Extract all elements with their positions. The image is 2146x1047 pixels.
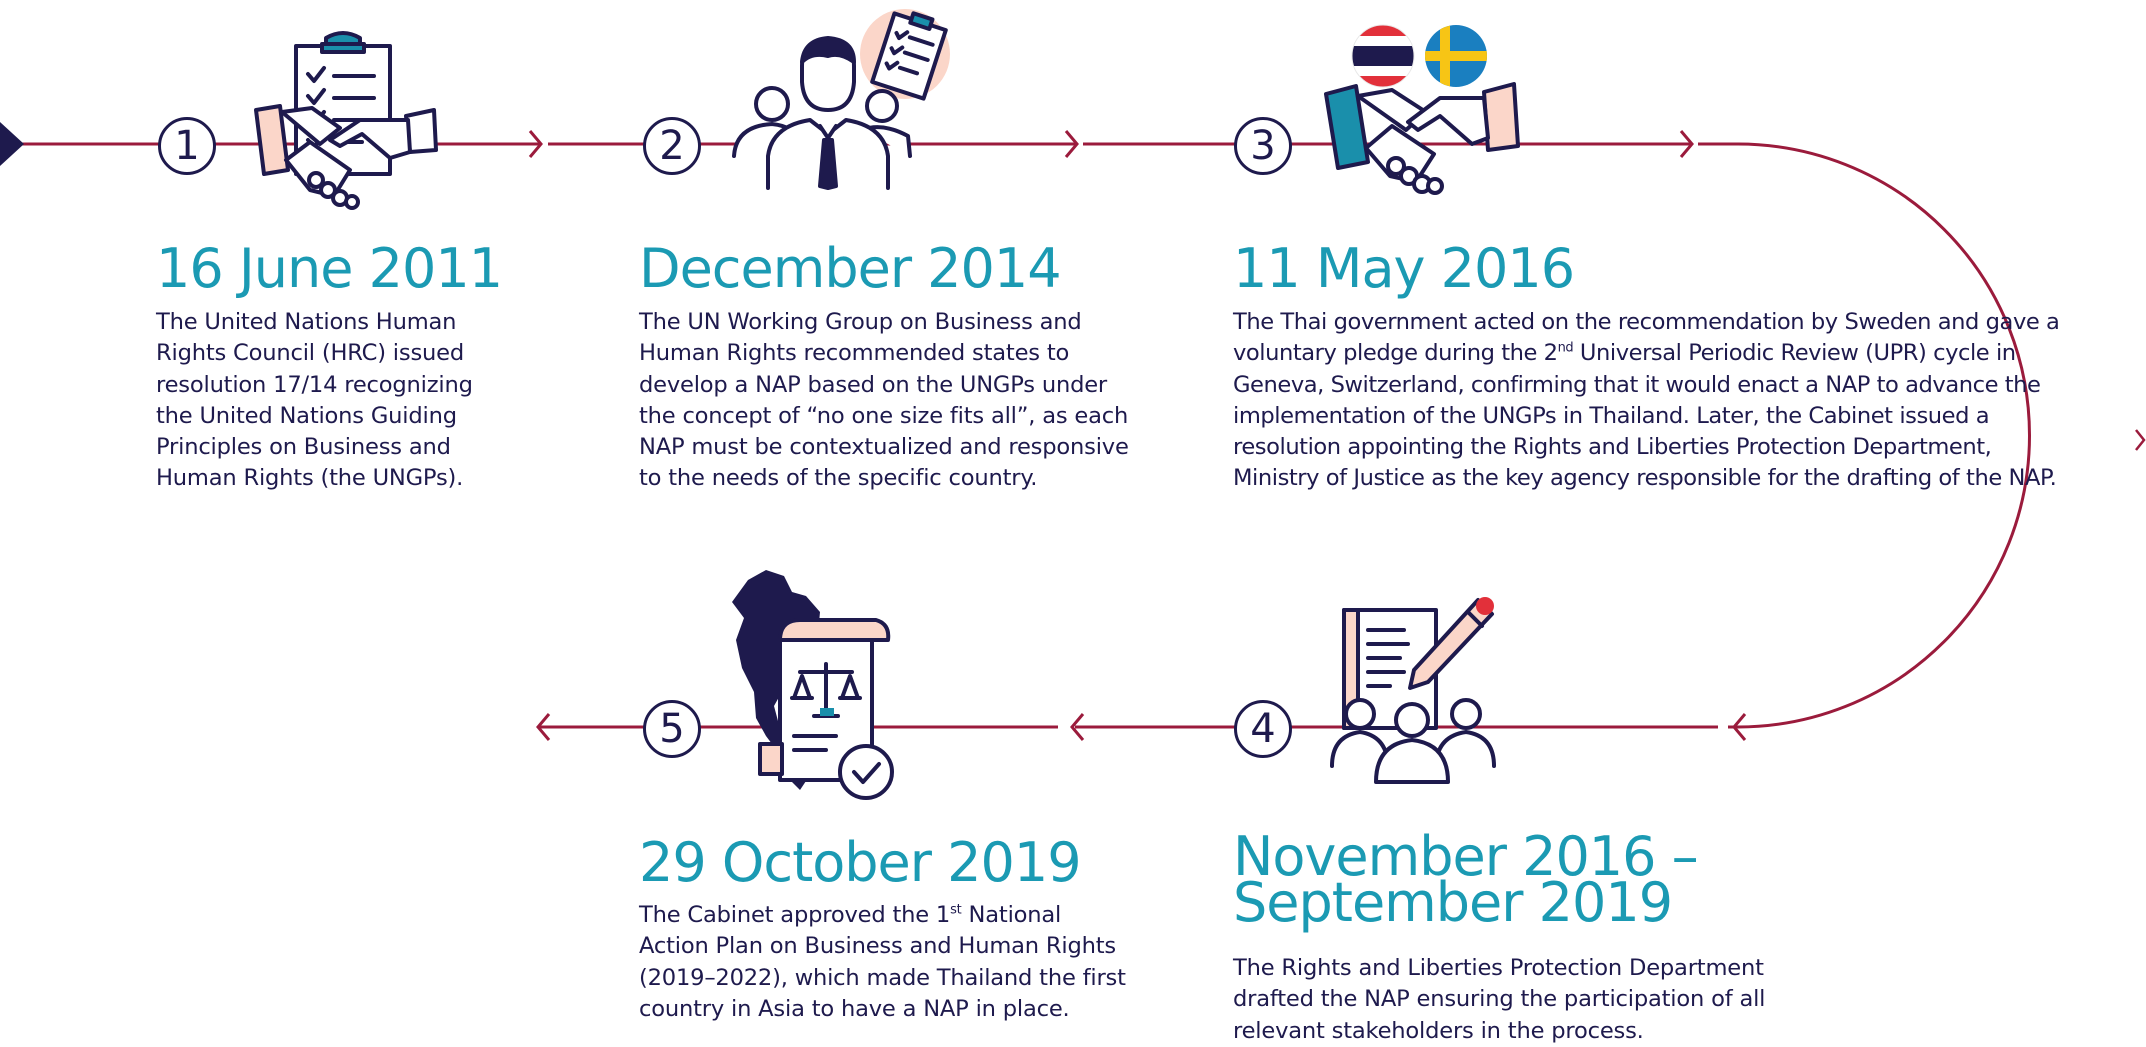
step-1-line: resolution 17/14 recognizing <box>156 371 473 398</box>
step-description-3: The Thai government acted on the recomme… <box>1233 307 2060 495</box>
step-date-4: November 2016 – September 2019 <box>1233 825 1699 934</box>
step-number-5: 5 <box>643 700 701 758</box>
step-2-line: develop a NAP based on the UNGPs under <box>639 371 1107 398</box>
step-3-text: voluntary pledge during the 2 <box>1233 340 1558 367</box>
step-5-text: National <box>961 902 1062 928</box>
thai-swedish-handshake-icon <box>1324 24 1520 195</box>
step-1-line: the United Nations Guiding <box>156 402 457 429</box>
step-description-5: The Cabinet approved the 1st National Ac… <box>639 900 1126 1025</box>
working-group-icon <box>732 9 950 190</box>
step-4-line: drafted the NAP ensuring the participati… <box>1233 986 1766 1013</box>
step-description-4: The Rights and Liberties Protection Depa… <box>1233 953 1765 1047</box>
step-1-line: Rights Council (HRC) issued <box>156 340 464 367</box>
step-3-line: implementation of the UNGPs in Thailand.… <box>1233 402 1990 429</box>
step-5-text: The Cabinet approved the 1 <box>639 902 951 928</box>
step-4-line: relevant stakeholders in the process. <box>1233 1017 1644 1044</box>
step-description-1: The United Nations Human Rights Council … <box>156 307 473 495</box>
step-5-line: (2019–2022), which made Thailand the fir… <box>639 964 1126 991</box>
drafting-stakeholders-icon <box>1330 597 1496 784</box>
step-4-line: The Rights and Liberties Protection Depa… <box>1233 955 1764 981</box>
step-2-line: Human Rights recommended states to <box>639 340 1070 367</box>
step-5-line: country in Asia to have a NAP in place. <box>639 995 1070 1022</box>
step-3-text: Universal Periodic Review (UPR) cycle in <box>1573 340 2016 367</box>
step-3-superscript: nd <box>1557 340 1574 356</box>
step-1-line: The United Nations Human <box>156 309 457 335</box>
step-description-2: The UN Working Group on Business and Hum… <box>639 307 1129 495</box>
step-2-line: NAP must be contextualized and responsiv… <box>639 434 1129 461</box>
step-5-superscript: st <box>950 902 962 918</box>
step-3-line: resolution appointing the Rights and Lib… <box>1233 434 1992 461</box>
step-2-line: to the needs of the specific country. <box>639 465 1038 492</box>
step-3-line: The Thai government acted on the recomme… <box>1233 309 2060 335</box>
step-3-line: Ministry of Justice as the key agency re… <box>1233 465 2057 492</box>
step-2-line: the concept of “no one size fits all”, a… <box>639 402 1129 429</box>
step-1-line: Principles on Business and <box>156 434 451 461</box>
step-date-4-line-2: September 2019 <box>1233 871 1673 934</box>
thailand-map-scales-icon <box>732 570 894 800</box>
step-3-line: Geneva, Switzerland, confirming that it … <box>1233 371 2041 398</box>
step-1-line: Human Rights (the UNGPs). <box>156 465 464 492</box>
step-3-line: voluntary pledge during the 2nd Universa… <box>1233 338 2059 369</box>
step-number-1: 1 <box>158 117 216 175</box>
step-5-line: Action Plan on Business and Human Rights <box>639 933 1116 960</box>
step-number-2: 2 <box>643 117 701 175</box>
step-5-line: The Cabinet approved the 1st National <box>639 900 1126 931</box>
step-date-1: 16 June 2011 <box>156 237 503 300</box>
step-number-3: 3 <box>1234 117 1292 175</box>
step-number-4: 4 <box>1234 700 1292 758</box>
step-date-5: 29 October 2019 <box>639 831 1082 894</box>
step-2-line: The UN Working Group on Business and <box>639 309 1082 335</box>
step-date-3: 11 May 2016 <box>1233 237 1575 300</box>
step-date-2: December 2014 <box>639 237 1062 300</box>
step-date-4-line-1: November 2016 – <box>1233 825 1699 888</box>
start-marker <box>0 122 24 166</box>
clipboard-handshake-icon <box>254 31 438 210</box>
